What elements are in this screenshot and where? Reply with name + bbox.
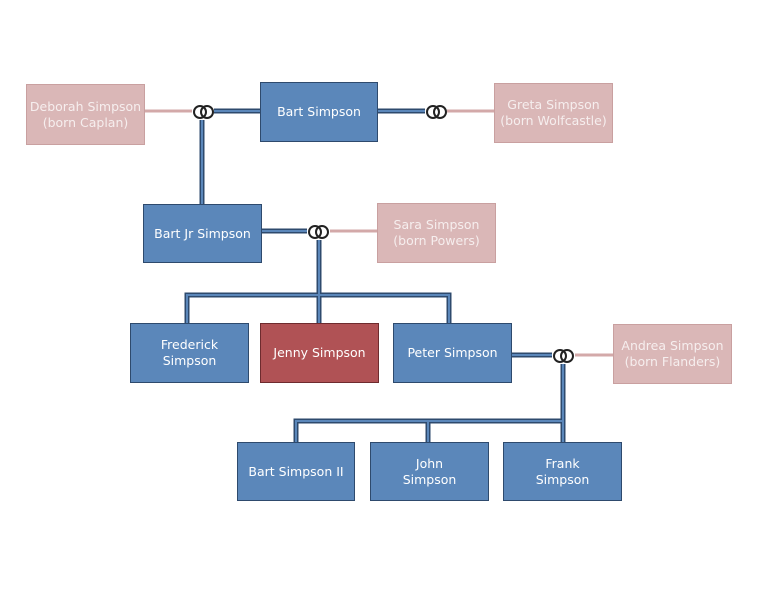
wedding-rings-icon: [425, 104, 449, 119]
person-name: Bart Simpson II: [248, 463, 344, 479]
person-node-jenny-simpson[interactable]: Jenny Simpson: [260, 323, 379, 383]
person-name: Bart Jr Simpson: [154, 225, 251, 241]
person-name: Bart Simpson: [277, 104, 361, 119]
person-node-bart-jr-simpson[interactable]: Bart Jr Simpson: [143, 204, 262, 263]
person-name: Frank Simpson: [535, 455, 590, 487]
person-node-frank-simpson[interactable]: Frank Simpson: [503, 442, 622, 501]
person-node-frederick-simpson[interactable]: Frederick Simpson: [130, 323, 249, 383]
wedding-rings-icon: [192, 104, 216, 119]
person-node-bart-simpson-ii[interactable]: Bart Simpson II: [237, 442, 355, 501]
person-node-andrea-simpson[interactable]: Andrea Simpson (born Flanders): [613, 324, 732, 384]
person-name: Deborah Simpson (born Caplan): [29, 98, 142, 130]
person-name: Frederick Simpson: [160, 337, 219, 368]
person-node-peter-simpson[interactable]: Peter Simpson: [393, 323, 512, 383]
person-name: Peter Simpson: [407, 345, 498, 360]
wedding-rings-icon: [307, 224, 331, 239]
person-name: Sara Simpson (born Powers): [393, 217, 480, 248]
person-name: Andrea Simpson (born Flanders): [621, 338, 724, 369]
person-node-deborah-simpson[interactable]: Deborah Simpson (born Caplan): [26, 84, 145, 145]
person-node-greta-simpson[interactable]: Greta Simpson (born Wolfcastle): [494, 83, 613, 143]
person-name: John Simpson: [402, 455, 457, 487]
person-node-john-simpson[interactable]: John Simpson: [370, 442, 489, 501]
person-node-bart-simpson[interactable]: Bart Simpson: [260, 82, 378, 142]
person-name: Jenny Simpson: [273, 345, 366, 360]
person-node-sara-simpson[interactable]: Sara Simpson (born Powers): [377, 203, 496, 263]
wedding-rings-icon: [552, 348, 576, 363]
person-name: Greta Simpson (born Wolfcastle): [500, 97, 607, 128]
